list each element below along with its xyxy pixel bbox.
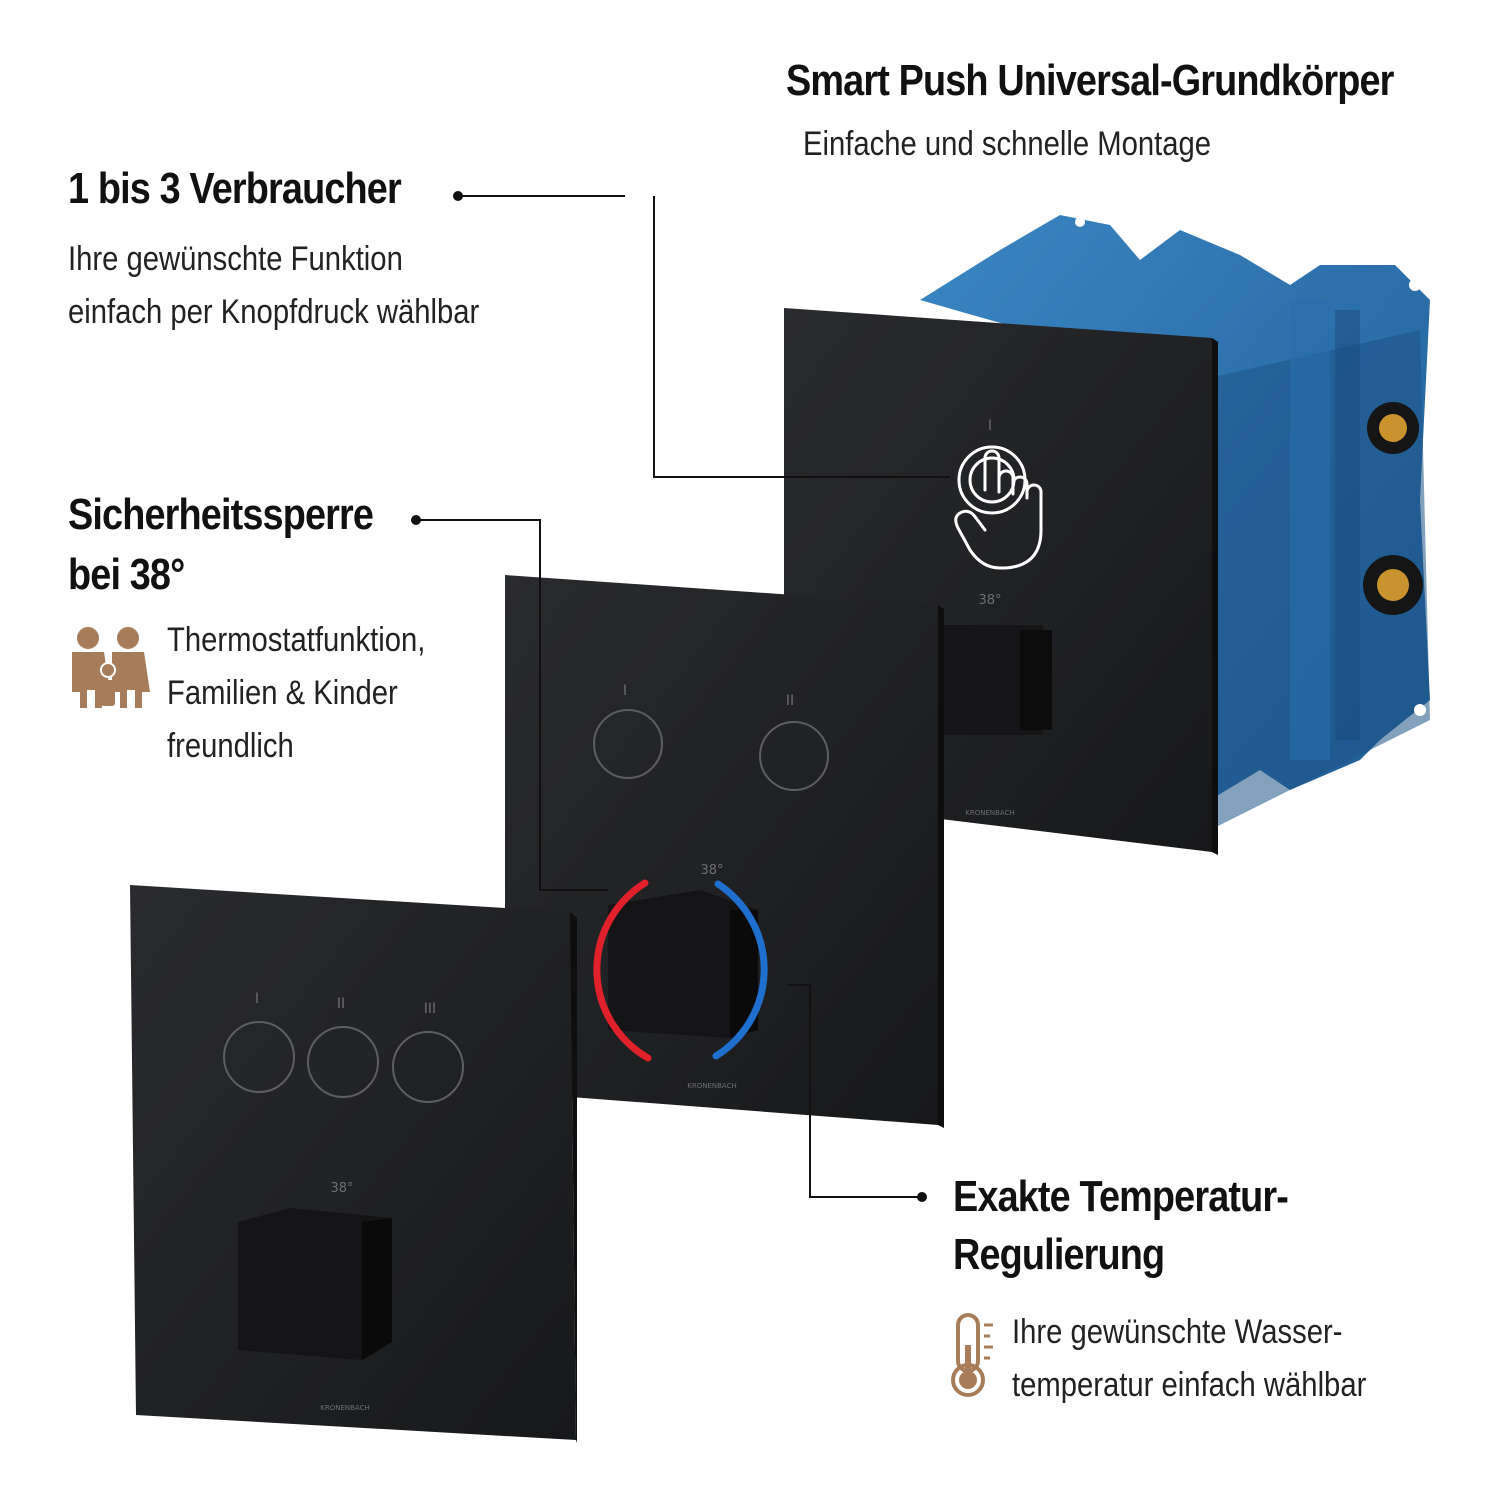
callout-dot-safety <box>411 515 421 525</box>
panel-three-label-2: II <box>337 996 345 1012</box>
panel-one-brand: KRONENBACH <box>965 809 1014 817</box>
feature-safety-line1: Thermostatfunktion, <box>167 621 426 659</box>
panel-three-button-2[interactable] <box>307 1026 379 1098</box>
panel-three-brand: KRONENBACH <box>320 1404 369 1412</box>
feature-temperature-title-line1: Exakte Temperatur- <box>953 1172 1289 1221</box>
feature-temperature-line1: Ihre gewünschte Wasser- <box>1012 1313 1343 1351</box>
product-subtitle: Einfache und schnelle Montage <box>803 125 1212 163</box>
panel-three-label-3: III <box>424 1001 436 1017</box>
feature-consumers-line1: Ihre gewünschte Funktion <box>68 240 403 278</box>
panel-three-buttons: I II III 38° KRONENBACH <box>130 885 577 1443</box>
panel-one-temp-mark: 38° <box>978 593 1001 608</box>
feature-consumers-title: 1 bis 3 Verbraucher <box>68 164 402 213</box>
panel-two-button-2[interactable] <box>759 721 829 791</box>
panel-two-brand: KRONENBACH <box>687 1082 736 1090</box>
touch-icon <box>954 445 1043 570</box>
panel-two-label-1: I <box>623 683 627 699</box>
feature-safety-line3: freundlich <box>167 727 294 765</box>
callout-lines <box>416 195 950 1198</box>
panel-three-label-1: I <box>255 991 259 1007</box>
panel-two-temp-mark: 38° <box>700 863 723 878</box>
universal-housing <box>920 215 1430 840</box>
family-icon <box>72 627 150 708</box>
panel-three-temp-mark: 38° <box>330 1181 353 1196</box>
panel-two-button-1[interactable] <box>593 709 663 779</box>
cold-indicator-arc <box>712 880 768 1060</box>
feature-temperature-title-line2: Regulierung <box>953 1230 1165 1279</box>
feature-consumers-line2: einfach per Knopfdruck wählbar <box>68 293 480 331</box>
panel-two-label-2: II <box>786 693 794 709</box>
feature-temperature-line2: temperatur einfach wählbar <box>1012 1366 1367 1404</box>
feature-safety-title-line2: bei 38° <box>68 550 185 599</box>
callout-dot-consumers <box>453 191 463 201</box>
product-title: Smart Push Universal-Grundkörper <box>786 56 1394 105</box>
hot-indicator-arc <box>593 879 652 1062</box>
thermometer-icon <box>951 1313 993 1397</box>
panel-one-label-1: I <box>988 418 992 434</box>
feature-safety-line2: Familien & Kinder <box>167 674 398 712</box>
panel-two-buttons: I II 38° KRONENBACH <box>505 575 944 1128</box>
panel-three-button-1[interactable] <box>223 1021 295 1093</box>
feature-safety-title-line1: Sicherheitssperre <box>68 490 374 539</box>
callout-dot-temperature <box>917 1192 927 1202</box>
panel-three-button-3[interactable] <box>392 1031 464 1103</box>
